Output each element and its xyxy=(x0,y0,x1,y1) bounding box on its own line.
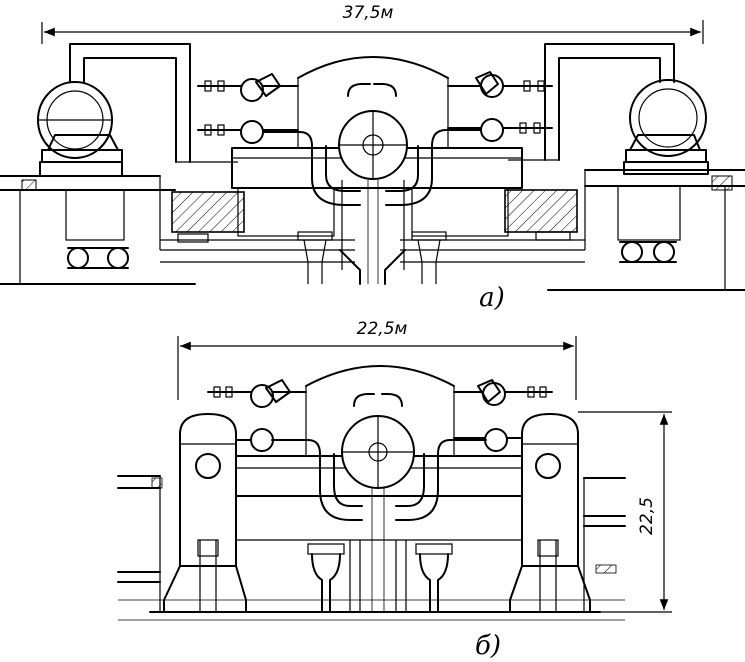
view-b-supports xyxy=(307,543,453,613)
view-b-width-dimension: 22,5м xyxy=(177,319,577,400)
view-a-left-gas-duct xyxy=(69,43,238,163)
view-b-left-ladle-column xyxy=(163,413,247,613)
view-b-valves-right xyxy=(437,379,553,455)
view-a-left-ladle-car xyxy=(37,81,129,269)
view-a-width-dimension: 37,5м xyxy=(41,3,704,44)
view-b-foundation xyxy=(117,475,626,621)
view-b-height-label: 22,5 xyxy=(637,497,657,535)
view-a-label: а) xyxy=(479,283,505,313)
view-a-converter-body xyxy=(231,56,523,284)
view-a-foundation xyxy=(0,169,745,291)
view-a-valves-left xyxy=(197,73,313,147)
view-a: 37,5м xyxy=(0,3,745,313)
view-b-converter-body xyxy=(235,365,523,612)
view-a-supports xyxy=(177,231,571,284)
view-b-right-ladle-column xyxy=(509,413,591,613)
view-a-width-label: 37,5м xyxy=(343,3,394,23)
view-b: 22,5м 22,5 xyxy=(117,319,672,661)
view-a-valves-right xyxy=(431,71,553,147)
view-b-label: б) xyxy=(475,631,501,661)
view-b-valves-left xyxy=(207,379,321,455)
view-a-right-ladle-car xyxy=(617,79,709,263)
view-a-right-gas-duct xyxy=(508,43,675,161)
view-b-height-dimension: 22,5 xyxy=(578,411,672,613)
view-b-width-label: 22,5м xyxy=(357,319,408,339)
